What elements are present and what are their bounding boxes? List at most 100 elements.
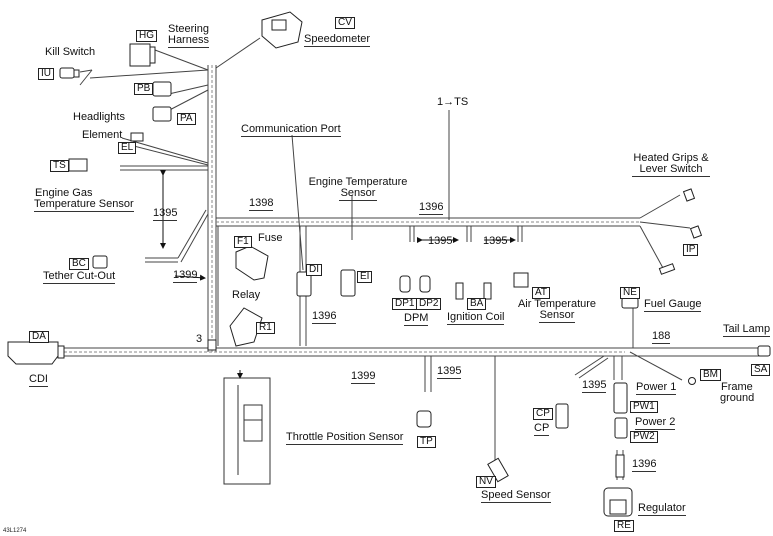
headlight-pb-connector-icon xyxy=(152,81,172,97)
dp1-connector-icon xyxy=(399,275,411,293)
power2-code: PW2 xyxy=(630,431,658,443)
steering-harness-code: HG xyxy=(136,30,157,42)
engine-gas-sensor-label-line1: Engine Gas xyxy=(35,187,93,199)
kill-switch-connector-icon xyxy=(59,67,80,79)
comm-port-code: DI xyxy=(306,264,322,276)
kill-switch-code: IU xyxy=(38,68,54,80)
comm-port-connector-icon xyxy=(296,271,312,297)
upper-horizontal-harness xyxy=(216,217,640,227)
fuse-label: Fuse xyxy=(258,232,283,244)
fuse-icon xyxy=(235,245,269,281)
element-code: EL xyxy=(118,142,137,154)
kill-switch-label: Kill Switch xyxy=(45,46,96,58)
ignition-coil-right-icon xyxy=(483,282,492,300)
regulator-label: Regulator xyxy=(638,502,686,516)
callout-3: 3 xyxy=(196,333,203,345)
air-temp-label-line1: Air Temperature xyxy=(517,298,597,310)
callout-1396-top: 1396 xyxy=(419,201,444,215)
power1-connector-icon xyxy=(613,382,628,414)
regulator-code: RE xyxy=(614,520,634,532)
callout-1395-left: 1395 xyxy=(153,207,178,221)
throttle-sensor-code: TP xyxy=(417,436,436,448)
headlight-pa-connector-icon xyxy=(152,106,172,122)
heated-grip-connector-2-icon xyxy=(689,225,703,239)
tail-lamp-code: SA xyxy=(751,364,771,376)
engine-temp-code: EI xyxy=(357,271,373,283)
fuel-gauge-code: NE xyxy=(620,287,640,299)
callout-1396-reg: 1396 xyxy=(632,458,657,472)
comm-port-lead xyxy=(291,134,304,271)
ignition-coil-label: Ignition Coil xyxy=(447,311,505,325)
branch-drops xyxy=(409,226,624,480)
callout-1398: 1398 xyxy=(249,197,274,211)
heated-grip-connector-3-icon xyxy=(658,263,676,275)
figure-reference: 43L1274 xyxy=(3,528,27,534)
frame-ground-icon xyxy=(688,377,696,385)
frame-ground-code: BM xyxy=(700,369,721,381)
tether-code: BC xyxy=(69,258,89,270)
power1-label: Power 1 xyxy=(636,381,677,395)
power2-connector-icon xyxy=(614,417,628,439)
right-branches xyxy=(574,194,691,381)
air-temp-code: AT xyxy=(532,287,551,299)
callout-1395-dpm: 1395 xyxy=(428,235,453,247)
tail-lamp-label: Tail Lamp xyxy=(723,323,771,337)
main-vertical-harness xyxy=(207,65,217,352)
regulator-fuse-icon xyxy=(615,454,625,478)
harness-clamp-3-icon xyxy=(207,339,217,351)
callout-188: 188 xyxy=(652,330,671,344)
relay-label: Relay xyxy=(232,289,261,301)
tail-lamp-connector-icon xyxy=(757,345,771,357)
left-branches xyxy=(79,37,261,263)
callout-1399-left: 1399 xyxy=(173,269,198,283)
cp-code: CP xyxy=(533,408,553,420)
fuel-gauge-label: Fuel Gauge xyxy=(644,298,702,312)
callout-1395-coil: 1395 xyxy=(483,235,508,247)
air-temp-label-line2: Sensor xyxy=(539,309,575,323)
heated-grip-connector-1-icon xyxy=(682,188,696,202)
engine-gas-sensor-code: TS xyxy=(50,160,69,172)
speedometer-code: CV xyxy=(335,17,355,29)
comm-port-label: Communication Port xyxy=(241,123,341,137)
power1-code: PW1 xyxy=(630,401,658,413)
callout-1395-tps: 1395 xyxy=(437,365,462,379)
callout-ts-ref: 1→TS xyxy=(437,96,469,108)
speed-sensor-label: Speed Sensor xyxy=(481,489,551,503)
ignition-coil-code: BA xyxy=(467,298,487,310)
speedometer-connector-icon xyxy=(261,11,303,49)
relay-code: R1 xyxy=(256,322,275,334)
steering-harness-label-line1: Steering xyxy=(168,23,209,35)
speed-sensor-code: NV xyxy=(476,476,496,488)
callout-1399-bottom: 1399 xyxy=(351,370,376,384)
engine-temp-connector-icon xyxy=(340,269,356,297)
tether-connector-icon xyxy=(92,255,108,269)
headlight-pb-code: PB xyxy=(134,83,154,95)
callout-1395-cp: 1395 xyxy=(582,379,607,393)
engine-temp-label-line2: Sensor xyxy=(339,187,377,201)
heated-grips-label-line1: Heated Grips & xyxy=(633,152,709,164)
regulator-icon xyxy=(603,487,633,517)
element-label: Element xyxy=(82,129,123,141)
throttle-sensor-label: Throttle Position Sensor xyxy=(286,431,404,445)
main-horizontal-harness xyxy=(64,347,625,357)
cdi-code: DA xyxy=(29,331,49,343)
steering-harness-label-line2: Harness xyxy=(168,34,209,48)
cdi-label: CDI xyxy=(29,373,48,387)
speedometer-label: Speedometer xyxy=(304,33,371,47)
relay-detail-box xyxy=(223,377,271,485)
element-connector-icon xyxy=(130,132,144,142)
heated-grips-label-line2: Lever Switch xyxy=(632,163,710,177)
fuse-code: F1 xyxy=(234,236,252,248)
dpm-label: DPM xyxy=(404,312,429,326)
cdi-module-icon xyxy=(7,341,65,365)
power2-label: Power 2 xyxy=(635,416,676,430)
dp1-code: DP1 xyxy=(392,298,418,310)
engine-gas-sensor-label-line2: Temperature Sensor xyxy=(34,198,134,212)
arrow-1399 xyxy=(174,274,206,281)
frame-ground-label-line2: ground xyxy=(720,392,755,404)
headlights-label: Headlights xyxy=(73,111,125,123)
throttle-sensor-icon xyxy=(416,410,432,428)
steering-harness-connector-icon xyxy=(129,43,156,67)
speed-sensor-icon xyxy=(487,457,509,483)
